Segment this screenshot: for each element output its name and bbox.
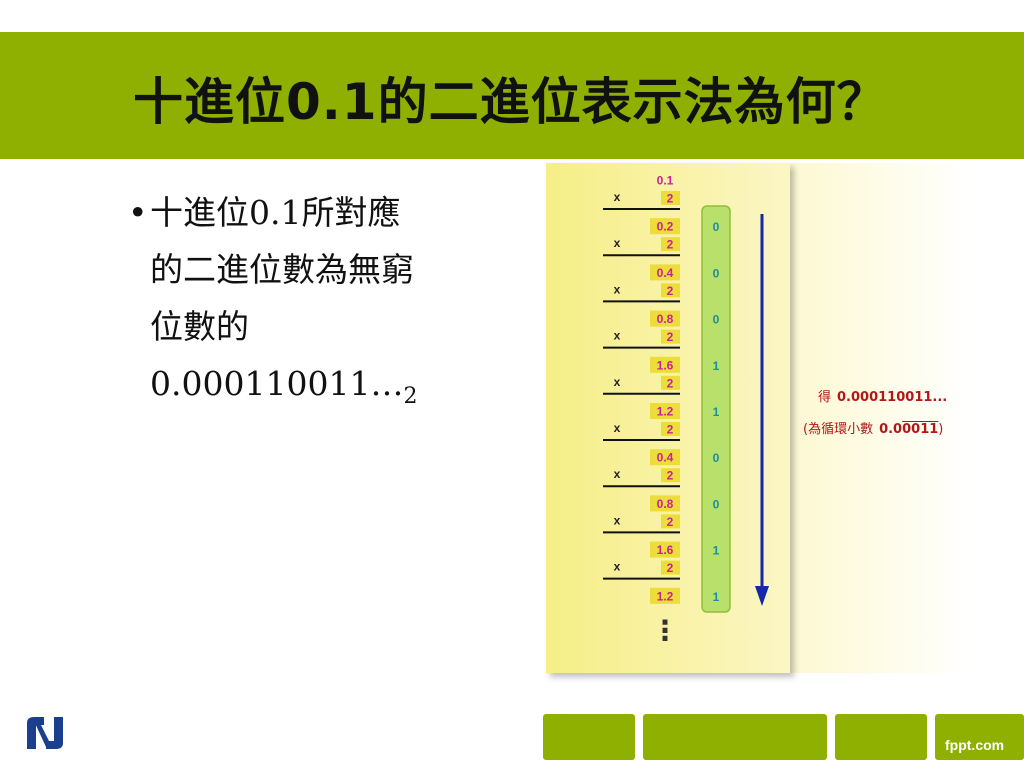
multiplier-box bbox=[661, 468, 680, 483]
binary-digit: 1 bbox=[713, 544, 720, 558]
continuation-dots: ⋮ bbox=[651, 614, 679, 647]
product-value: 0.1 bbox=[657, 174, 674, 188]
binary-value: 0.000110011… bbox=[150, 364, 404, 403]
multiplier-box bbox=[661, 375, 680, 390]
product-value: 0.4 bbox=[657, 266, 674, 280]
product-value: 1.6 bbox=[657, 358, 674, 372]
repeat-suffix: ) bbox=[938, 422, 944, 437]
multiplier-value: 2 bbox=[667, 561, 674, 575]
repeating-decimal-label: (為循環小數 0.00011) bbox=[803, 418, 943, 437]
product-box bbox=[650, 495, 680, 512]
product-box bbox=[650, 449, 680, 466]
product-box bbox=[650, 541, 680, 558]
product-box bbox=[650, 356, 680, 373]
product-value: 1.2 bbox=[657, 405, 674, 419]
footer-bar-2 bbox=[643, 714, 827, 760]
repeat-prefix: (為循環小數 bbox=[803, 422, 874, 437]
multiplier-box bbox=[661, 560, 680, 575]
binary-digit: 1 bbox=[713, 359, 720, 373]
bits-column bbox=[701, 205, 731, 613]
multiply-symbol: x bbox=[614, 282, 621, 296]
binary-digit: 0 bbox=[713, 313, 720, 327]
result-label: 得 0.000110011... bbox=[818, 386, 947, 405]
multiplier-value: 2 bbox=[667, 284, 674, 298]
multiplier-box bbox=[661, 514, 680, 529]
slide-title: 十進位0.1的二進位表示法為何？ bbox=[133, 73, 888, 131]
result-value: 0.000110011... bbox=[837, 390, 948, 405]
repeat-value-overlined: 0011 bbox=[902, 422, 939, 437]
footer-bar-1 bbox=[543, 714, 635, 760]
product-value: 1.2 bbox=[657, 589, 674, 603]
multiply-symbol: x bbox=[614, 190, 621, 204]
down-arrow-icon bbox=[755, 586, 769, 606]
binary-base: 2 bbox=[403, 384, 418, 409]
multiplier-box bbox=[661, 329, 680, 344]
bullet-line-4: 0.000110011…2 bbox=[150, 355, 417, 425]
multiplier-box bbox=[661, 283, 680, 298]
multiply-symbol: x bbox=[614, 236, 621, 250]
product-value: 0.8 bbox=[657, 497, 674, 511]
title-band bbox=[0, 32, 1024, 159]
multiply-symbol: x bbox=[614, 421, 621, 435]
product-box bbox=[650, 218, 680, 235]
multiplier-value: 2 bbox=[667, 469, 674, 483]
binary-digit: 1 bbox=[713, 405, 720, 419]
result-prefix: 得 bbox=[818, 390, 832, 405]
product-value: 1.6 bbox=[657, 543, 674, 557]
product-box bbox=[650, 264, 680, 281]
multiplier-value: 2 bbox=[667, 192, 674, 206]
multiplier-box bbox=[661, 191, 680, 205]
bullet-line-3: 位數的 bbox=[150, 307, 249, 346]
multiply-symbol: x bbox=[614, 513, 621, 527]
product-box bbox=[650, 310, 680, 327]
bullet-line-1: 十進位0.1所對應 bbox=[150, 193, 401, 232]
multiplier-value: 2 bbox=[667, 376, 674, 390]
multiplier-value: 2 bbox=[667, 515, 674, 529]
multiply-symbol: x bbox=[614, 467, 621, 481]
footer-bar-4 bbox=[935, 714, 1024, 760]
product-value: 0.2 bbox=[657, 220, 674, 234]
bullet-line-2: 的二進位數為無窮 bbox=[150, 250, 414, 289]
binary-digit: 0 bbox=[713, 266, 720, 280]
multiplier-value: 2 bbox=[667, 423, 674, 437]
multiplier-value: 2 bbox=[667, 330, 674, 344]
product-box bbox=[650, 403, 680, 419]
repeat-value-plain: 0.0 bbox=[879, 422, 903, 437]
product-value: 0.4 bbox=[657, 451, 674, 465]
multiply-symbol: x bbox=[614, 560, 621, 574]
binary-digit: 1 bbox=[713, 590, 720, 604]
binary-digit: 0 bbox=[713, 451, 720, 465]
product-box bbox=[650, 587, 680, 604]
product-value: 0.8 bbox=[657, 312, 674, 326]
footer-bar-3 bbox=[835, 714, 927, 760]
bullet-dot: • bbox=[128, 193, 148, 232]
multiplier-value: 2 bbox=[667, 238, 674, 252]
multiply-symbol: x bbox=[614, 329, 621, 343]
brand-text: fppt.com bbox=[945, 737, 1005, 753]
multiplier-box bbox=[661, 422, 680, 436]
binary-digit: 0 bbox=[713, 220, 720, 234]
binary-digit: 0 bbox=[713, 497, 720, 511]
multiply-symbol: x bbox=[614, 375, 621, 389]
multiplier-box bbox=[661, 237, 680, 252]
logo-icon bbox=[24, 713, 66, 753]
